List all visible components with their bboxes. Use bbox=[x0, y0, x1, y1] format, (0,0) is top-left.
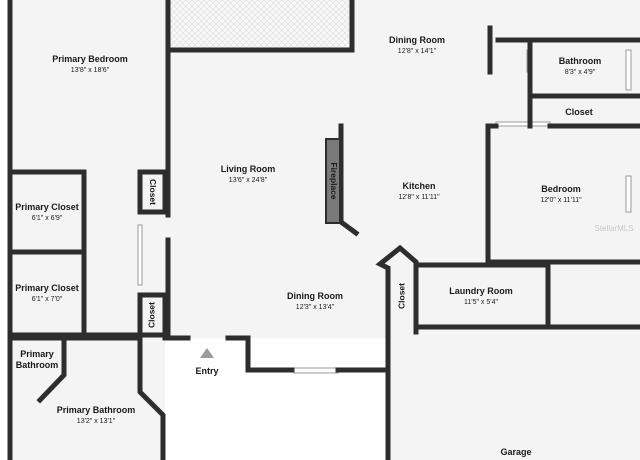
room-primary-bathroom: Primary Bathroom bbox=[57, 405, 136, 415]
entry-porch bbox=[165, 338, 387, 460]
room-primary-closet-1-dims: 6'1" x 6'9" bbox=[32, 215, 63, 222]
room-dining-center: Dining Room bbox=[287, 291, 343, 301]
room-dining-top: Dining Room bbox=[389, 35, 445, 45]
fireplace-label: Fireplace bbox=[329, 162, 339, 200]
room-laundry-dims: 11'5" x 5'4" bbox=[464, 299, 498, 306]
room-primary-closet-1: Primary Closet bbox=[15, 202, 79, 212]
walls bbox=[7, 0, 640, 460]
room-closet-right: Closet bbox=[565, 107, 593, 117]
room-bedroom: Bedroom bbox=[541, 184, 581, 194]
room-bedroom-dims: 12'0" x 11'11" bbox=[540, 197, 582, 204]
room-closet-lower: Closet bbox=[146, 302, 156, 328]
room-dining-center-dims: 12'3" x 13'4" bbox=[296, 304, 335, 311]
room-kitchen-dims: 12'8" x 11'11" bbox=[398, 194, 440, 201]
room-primary-closet-2: Primary Closet bbox=[15, 283, 79, 293]
room-closet-laundry: Closet bbox=[396, 283, 406, 309]
patio-area bbox=[168, 0, 352, 50]
room-dining-top-dims: 12'8" x 14'1" bbox=[398, 48, 437, 55]
room-primary-bedroom-dims: 13'8" x 18'6" bbox=[71, 67, 110, 74]
interior-floor bbox=[10, 0, 640, 460]
room-laundry: Laundry Room bbox=[449, 286, 513, 296]
room-entry: Entry bbox=[195, 366, 218, 376]
room-closet-upper: Closet bbox=[148, 179, 158, 205]
room-living: Living Room bbox=[221, 164, 276, 174]
room-primary-closet-2-dims: 6'1" x 7'0" bbox=[32, 296, 63, 303]
room-bathroom: Bathroom bbox=[559, 56, 602, 66]
room-primary-bedroom: Primary Bedroom bbox=[52, 54, 128, 64]
room-garage: Garage bbox=[500, 447, 531, 457]
room-bathroom-dims: 8'3" x 4'9" bbox=[565, 69, 596, 76]
room-labels: Primary Bedroom 13'8" x 18'6" Dining Roo… bbox=[15, 35, 633, 457]
room-living-dims: 13'6" x 24'8" bbox=[229, 177, 268, 184]
room-primary-bathroom-dims: 13'2" x 13'1" bbox=[77, 418, 116, 425]
room-kitchen: Kitchen bbox=[402, 181, 435, 191]
watermark: StellarMLS bbox=[594, 224, 633, 233]
entry-arrow-icon bbox=[200, 348, 214, 358]
